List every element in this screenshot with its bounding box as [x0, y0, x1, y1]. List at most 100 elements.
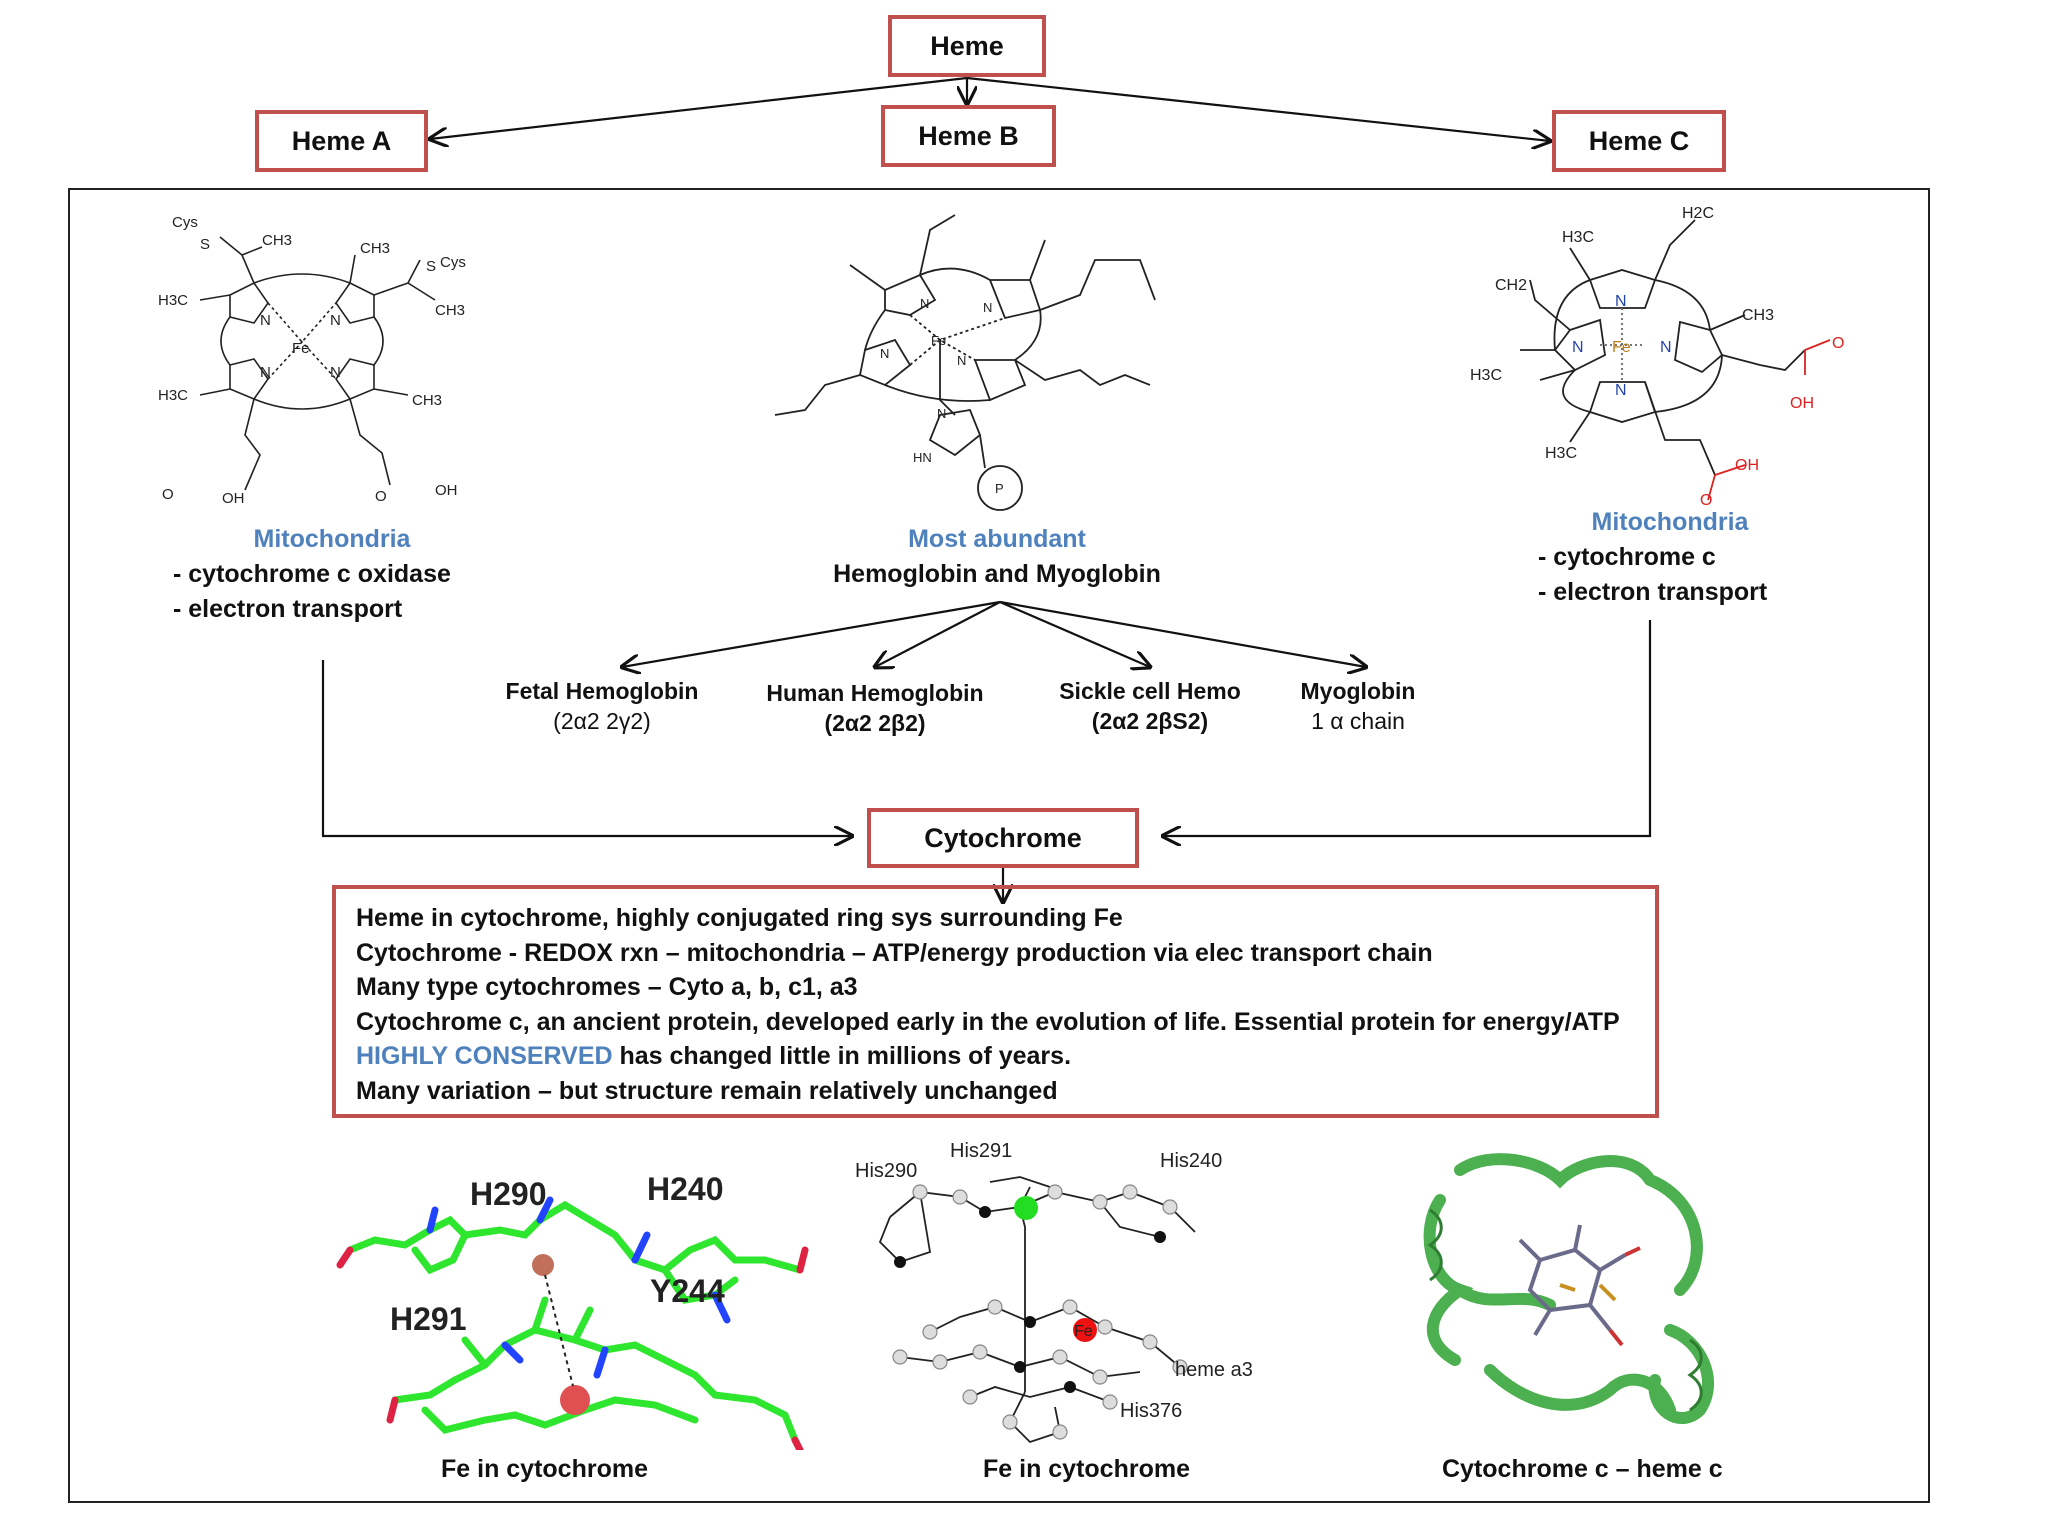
heme-b-label-1: N: [983, 300, 992, 315]
variant-myoglobin-formula: 1 α chain: [1311, 708, 1405, 734]
caption-cytochrome-c-ribbon: Cytochrome c – heme c: [1442, 1455, 1723, 1483]
ball-label-his376: His376: [1120, 1400, 1182, 1422]
variant-myoglobin: Myoglobin 1 α chain: [1268, 676, 1448, 736]
heme-a-label-8: N: [260, 312, 271, 329]
variant-fetal-name: Fetal Hemoglobin: [505, 678, 699, 704]
heme-c-label-7: N: [1660, 339, 1672, 356]
heme-a-structure: Cys S CH3 CH3 S Cys CH3 H3C N N Fe N N H…: [158, 214, 466, 507]
heme-c-location: Mitochondria: [1591, 508, 1749, 536]
heme-a-line-1: - cytochrome c oxidase: [173, 560, 451, 588]
heme-a-label-9: N: [330, 312, 341, 329]
heme-c-label-5: N: [1572, 339, 1584, 356]
heme-b-label-0: N: [920, 296, 929, 311]
heme-b-label-2: N: [880, 346, 889, 361]
heme-c-label-13: O: [1832, 335, 1844, 352]
cytochrome-info-box: Heme in cytochrome, highly conjugated ri…: [332, 885, 1659, 1118]
heme-b-label-4: Fe: [931, 333, 946, 348]
heme-a-box: Heme A: [255, 110, 428, 172]
heme-c-line-1: - cytochrome c: [1538, 543, 1716, 571]
variant-fetal-formula: (2α2 2γ2): [553, 708, 651, 734]
heme-a-label-1: S: [200, 236, 210, 253]
heme-c-label-11: OH: [1790, 395, 1814, 412]
heme-a-label-0: Cys: [172, 214, 198, 231]
heme-c-line-2: - electron transport: [1538, 578, 1768, 606]
stick-label-h290: H290: [470, 1176, 547, 1212]
arrow-to-myoglobin: [999, 600, 1366, 667]
info-line-2: Cytochrome - REDOX rxn – mitochondria – …: [356, 938, 1433, 967]
arrow-heme-to-heme-a: [430, 76, 968, 139]
fe-ball-stick-model: His291 His290 His240 Fe heme a3 His376: [855, 1140, 1253, 1444]
ball-label-fe: Fe: [1074, 1323, 1093, 1340]
ball-label-his240: His240: [1160, 1150, 1222, 1172]
heme-b-label-5: N: [937, 406, 946, 421]
heme-a-label-12: N: [330, 364, 341, 381]
heme-a-label-4: S: [426, 258, 436, 275]
cytochrome-box: Cytochrome: [867, 808, 1139, 868]
heme-b-label-7: P: [995, 481, 1004, 496]
caption-fe-stick: Fe in cytochrome: [441, 1455, 648, 1483]
heme-a-label-11: N: [260, 364, 271, 381]
content-frame: [68, 188, 1930, 1503]
heme-a-label-14: CH3: [412, 392, 442, 409]
info-line-6: Many variation – but structure remain re…: [356, 1076, 1058, 1105]
heme-c-structure: H2C H3C CH2 CH3 N N Fe N N H3C H3C OH OH…: [1470, 205, 1844, 509]
arrow-to-fetal: [622, 600, 1001, 667]
heme-c-label-3: CH3: [1742, 307, 1774, 324]
stick-label-h291: H291: [390, 1301, 467, 1337]
heme-a-label-6: CH3: [435, 302, 465, 319]
heme-b-note: Most abundant: [908, 525, 1086, 553]
info-line-5-rest: has changed little in millions of years.: [612, 1042, 1072, 1070]
heme-c-label-6: Fe: [1612, 339, 1631, 356]
heme-c-label-2: CH2: [1495, 277, 1527, 294]
ball-label-heme-a3: heme a3: [1175, 1359, 1253, 1381]
variant-sickle-formula: (2α2 2βS2): [1091, 708, 1209, 734]
variant-sickle: Sickle cell Hemo (2α2 2βS2): [1040, 676, 1260, 736]
heme-a-label-17: O: [162, 486, 174, 503]
heme-b-label-3: N: [957, 353, 966, 368]
heme-c-label-14: O: [1700, 492, 1712, 509]
heme-a-line-2: - electron transport: [173, 595, 403, 623]
arrow-heme-a-to-cytochrome: [321, 660, 852, 836]
heme-c-label-10: H3C: [1545, 445, 1577, 462]
caption-fe-ball-stick: Fe in cytochrome: [983, 1455, 1190, 1483]
heme-a-label-16: OH: [435, 482, 458, 499]
heme-c-box: Heme C: [1552, 110, 1726, 172]
heme-b-structure: N N N N Fe N HN P: [774, 214, 1156, 511]
heme-c-label-12: OH: [1735, 457, 1759, 474]
heme-a-label-2: CH3: [262, 232, 292, 249]
fe-stick-model: H290 H240 H291 Y244: [336, 1171, 809, 1450]
heme-b-label-6: HN: [913, 450, 932, 465]
heme-a-label-13: H3C: [158, 387, 188, 404]
info-line-1: Heme in cytochrome, highly conjugated ri…: [356, 904, 1123, 932]
variant-sickle-name: Sickle cell Hemo: [1059, 678, 1241, 704]
heme-a-label-7: H3C: [158, 292, 188, 309]
heme-a-label-3: CH3: [360, 240, 390, 257]
ball-label-his290: His290: [855, 1160, 917, 1182]
heme-a-label-5: Cys: [440, 254, 466, 271]
info-line-3: Many type cytochromes – Cyto a, b, c1, a…: [356, 973, 858, 1001]
arrow-to-human: [875, 601, 1001, 667]
heme-c-label-0: H2C: [1682, 205, 1714, 222]
variant-human: Human Hemoglobin (2α2 2β2): [755, 678, 995, 738]
heme-c-label-4: N: [1615, 293, 1627, 310]
heme-b-box: Heme B: [881, 105, 1056, 167]
heme-a-label-15: OH: [222, 490, 245, 507]
stick-label-y244: Y244: [650, 1273, 725, 1309]
heme-c-label-9: H3C: [1470, 367, 1502, 384]
arrow-heme-c-to-cytochrome: [1163, 620, 1652, 836]
heme-b-subtitle: Hemoglobin and Myoglobin: [833, 560, 1161, 588]
ball-label-his291: His291: [950, 1140, 1012, 1162]
info-line-4: Cytochrome c, an ancient protein, develo…: [356, 1007, 1620, 1036]
variant-fetal: Fetal Hemoglobin (2α2 2γ2): [492, 676, 712, 736]
stick-label-h240: H240: [647, 1171, 724, 1207]
heme-c-label-1: H3C: [1562, 229, 1594, 246]
highly-conserved-highlight: HIGHLY CONSERVED: [356, 1042, 613, 1070]
info-line-5: HIGHLY CONSERVED has changed little in m…: [356, 1039, 1635, 1074]
heme-a-label-10: Fe: [292, 340, 310, 357]
variant-human-formula: (2α2 2β2): [824, 710, 926, 736]
arrow-heme-to-heme-c: [966, 76, 1550, 141]
heme-box: Heme: [888, 15, 1046, 77]
variant-myoglobin-name: Myoglobin: [1300, 678, 1416, 704]
variant-human-name: Human Hemoglobin: [766, 680, 984, 706]
